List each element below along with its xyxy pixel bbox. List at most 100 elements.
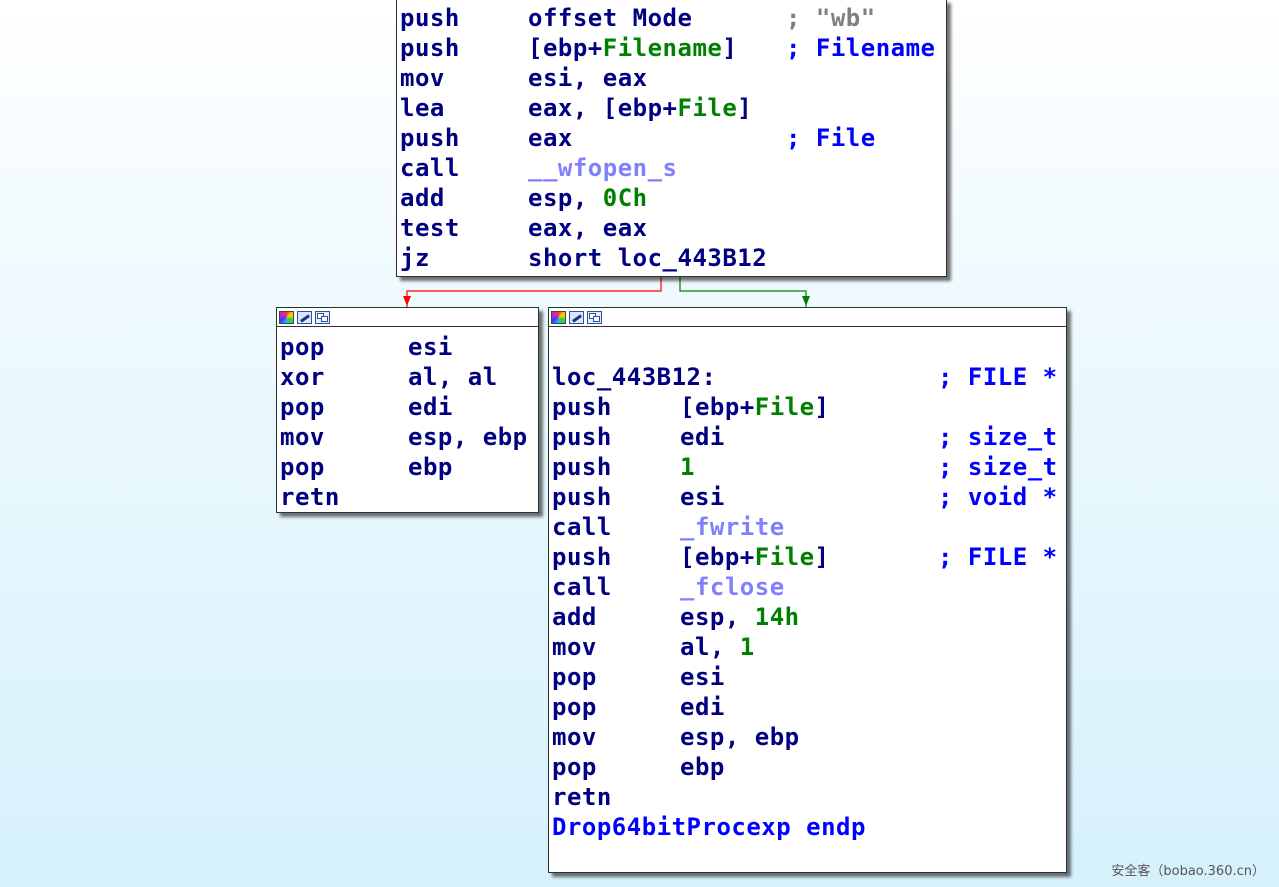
instruction-mnemonic: xor [280,363,325,391]
code-comment: ; size_t [938,423,1058,451]
instruction-mnemonic: push [400,34,460,62]
operand-variable[interactable]: Filename [602,34,723,62]
operand-text: edi [408,393,453,421]
code-line[interactable]: pop ebp [552,752,1066,782]
instruction-operands: esi [680,662,938,692]
instruction-mnemonic: push [552,543,612,571]
operand-text: [ebp+ [680,543,755,571]
operand-variable[interactable]: File [754,393,815,421]
instruction-mnemonic: pop [552,693,597,721]
code-line[interactable]: push[ebp+File] [552,392,1066,422]
operand-variable[interactable]: File [677,94,738,122]
code-comment: ; FILE * [938,543,1058,571]
instruction-mnemonic: pop [552,753,597,781]
instruction-operands: esi [680,482,938,512]
code-label-line[interactable]: loc_443B12:; FILE * [552,362,1066,392]
instruction-mnemonic: jz [400,244,430,272]
operand-immediate: 0Ch [602,184,648,212]
instruction-mnemonic: push [552,453,612,481]
function-reference[interactable]: __wfopen_s [528,154,678,182]
instruction-mnemonic: mov [552,723,597,751]
operand-immediate: 14h [754,603,800,631]
instruction-operands: edi [680,692,938,722]
operand-text: ebp [408,453,453,481]
instruction-mnemonic: push [552,393,612,421]
proc-end-directive[interactable]: Drop64bitProcexp endp [552,813,866,841]
color-palette-icon[interactable] [279,310,294,324]
operand-text: edi [680,423,725,451]
function-reference[interactable]: _fwrite [680,513,785,541]
right-block-titlebar [549,308,1066,327]
code-line[interactable]: retn [552,782,1066,812]
code-line[interactable]: call__wfopen_s [400,153,946,183]
instruction-mnemonic: push [552,483,612,511]
code-line[interactable]: retn [280,482,538,512]
code-line[interactable]: mov esp, ebp [280,422,538,452]
instruction-mnemonic: retn [280,483,340,511]
code-line[interactable]: call_fclose [552,572,1066,602]
operand-text: eax [528,124,573,152]
edit-node-icon[interactable] [297,310,312,324]
edit-node-icon[interactable] [569,310,584,324]
operand-text: esi, eax [528,64,648,92]
instruction-mnemonic: retn [552,783,612,811]
code-line[interactable]: push[ebp+Filename]; Filename [400,33,946,63]
operand-text: ] [737,94,753,122]
code-line[interactable]: jz short loc_443B12 [400,243,946,273]
code-line[interactable]: xor al, al [280,362,538,392]
code-line[interactable]: push[ebp+File]; FILE * [552,542,1066,572]
instruction-operands: al, 1 [680,632,938,662]
operand-immediate: 1 [739,633,755,661]
function-reference[interactable]: _fclose [680,573,785,601]
code-comment: ; File [786,124,876,152]
instruction-operands: eax, [ebp+File] [528,93,786,123]
code-comment: ; "wb" [786,4,876,32]
instruction-operands: esi [408,332,538,362]
proc-end-line: Drop64bitProcexp endp [552,812,1066,842]
group-nodes-icon[interactable] [587,310,602,324]
code-line[interactable]: call_fwrite [552,512,1066,542]
operand-text: short loc_443B12 [528,244,768,272]
code-label[interactable]: loc_443B12: [552,363,717,391]
operand-text: esp, [528,184,603,212]
instruction-mnemonic: mov [280,423,325,451]
code-line[interactable]: add esp, 0Ch [400,183,946,213]
group-nodes-icon[interactable] [315,310,330,324]
instruction-operands: ebp [408,452,538,482]
operand-variable[interactable]: File [754,543,815,571]
color-palette-icon[interactable] [551,310,566,324]
operand-text: esi [680,663,725,691]
instruction-operands: edi [408,392,538,422]
edge-true-arrow-icon [802,296,810,306]
instruction-operands: al, al [408,362,538,392]
instruction-mnemonic: lea [400,94,445,122]
code-line[interactable]: lea eax, [ebp+File] [400,93,946,123]
operand-text: ebp [680,753,725,781]
left-block-titlebar [277,308,538,327]
instruction-operands: offset Mode [528,3,786,33]
instruction-operands: esp, ebp [408,422,538,452]
operand-text: ] [722,34,738,62]
instruction-mnemonic: add [400,184,445,212]
code-line[interactable]: pop edi [552,692,1066,722]
